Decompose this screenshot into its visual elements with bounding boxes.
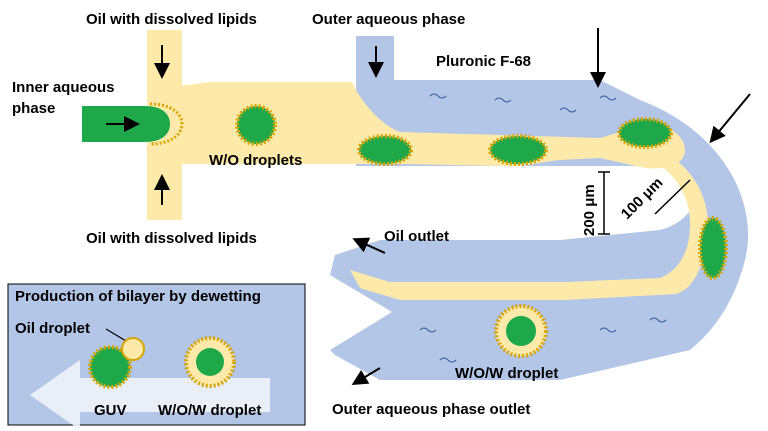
inset-panel: Production of bilayer by dewetting Oil d…: [7, 283, 306, 430]
wo-droplet: [235, 104, 277, 146]
label-oil-outlet: Oil outlet: [384, 228, 449, 245]
inset-wow-label: W/O/W droplet: [158, 402, 261, 419]
inset-guv-label: GUV: [94, 402, 127, 419]
label-dim-200: 200 μm: [581, 184, 598, 236]
wo-droplet: [357, 134, 413, 166]
label-outer-aqueous: Outer aqueous phase: [312, 11, 465, 28]
oil-channel: [147, 30, 708, 300]
label-inner-aqueous-1: Inner aqueous: [12, 79, 115, 96]
pointer-arrow-2: [709, 93, 751, 144]
oil-outlet-arrow: [352, 237, 386, 254]
dimension-100: [654, 179, 691, 215]
inset-flow-arrow: [30, 360, 270, 430]
wo-droplet: [698, 216, 728, 280]
guv: [88, 345, 132, 389]
dimension-200: [598, 171, 610, 235]
label-inner-aqueous-2: phase: [12, 100, 55, 117]
outer-outlet-arrow: [351, 367, 381, 386]
flow-arrows: [106, 28, 751, 386]
label-oil-bottom: Oil with dissolved lipids: [86, 230, 257, 247]
inset-title: Production of bilayer by dewetting: [15, 288, 261, 305]
label-oil-top: Oil with dissolved lipids: [86, 11, 257, 28]
pluronic-molecules: [419, 93, 667, 363]
label-pluronic: Pluronic F-68: [436, 53, 531, 70]
label-outer-outlet: Outer aqueous phase outlet: [332, 401, 530, 418]
wo-droplet: [617, 117, 673, 149]
oil-droplet: [121, 337, 145, 361]
inset-oil-droplet-label: Oil droplet: [15, 320, 90, 337]
label-wow-droplet: W/O/W droplet: [455, 365, 558, 382]
wow-droplet: [494, 304, 548, 358]
label-wo-droplets: W/O droplets: [209, 152, 302, 169]
wo-droplet: [488, 134, 548, 166]
label-dim-100: 100 μm: [618, 174, 667, 223]
